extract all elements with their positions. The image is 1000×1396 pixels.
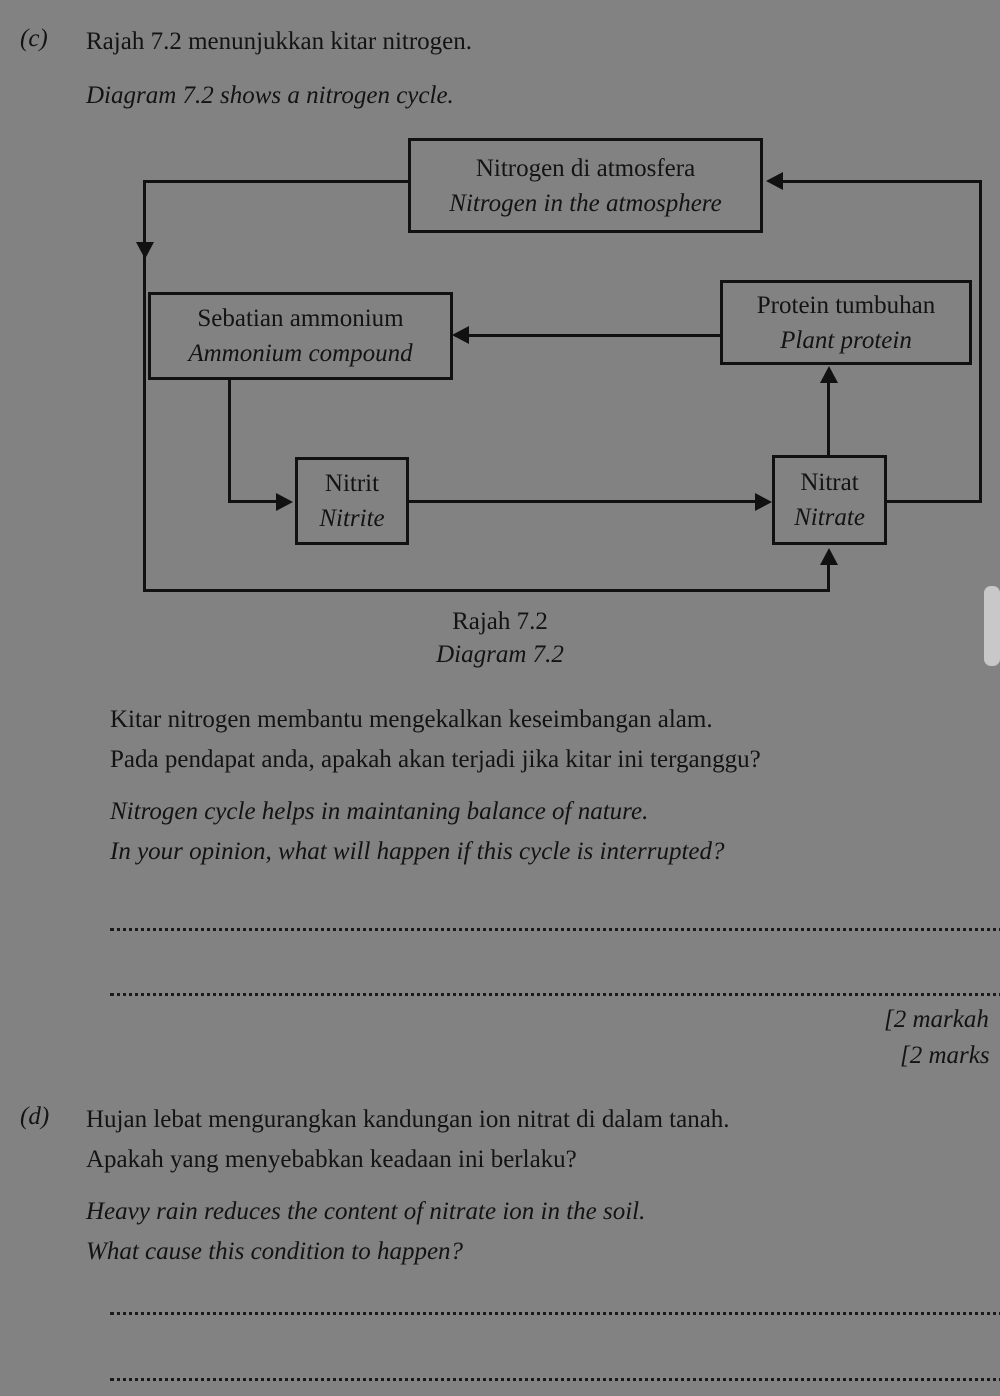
diagram-caption-malay: Rajah 7.2	[452, 608, 548, 635]
answer-line-d-1[interactable]	[110, 1312, 1000, 1315]
arrow-nitrate-to-plant-protein	[827, 382, 830, 457]
question-d-english-2: What cause this condition to happen?	[86, 1238, 464, 1265]
question-c-prompt-english-2: In your opinion, what will happen if thi…	[110, 838, 725, 865]
diagram-box-ammonium: Sebatian ammonium Ammonium compound	[148, 292, 453, 380]
arrow-nitrite-to-nitrate	[409, 500, 757, 503]
arrowhead-into-nitrite-left	[276, 493, 293, 511]
arrow-ammonium-to-nitrite-segment-h	[228, 500, 278, 503]
diagram-caption-english: Diagram 7.2	[436, 641, 564, 668]
arrow-nitrate-to-atmosphere-segment-v	[979, 180, 982, 503]
arrowhead-into-plant-protein-bottom	[820, 366, 838, 383]
box-nitrate-english: Nitrate	[794, 504, 865, 531]
answer-line-c-2[interactable]	[110, 993, 1000, 996]
arrowhead-into-ammonium-top	[136, 242, 154, 259]
arrow-nitrate-to-atmosphere-segment-h-bottom	[887, 500, 982, 503]
box-atmosphere-malay: Nitrogen di atmosfera	[475, 154, 696, 182]
question-d-malay-1: Hujan lebat mengurangkan kandungan ion n…	[86, 1106, 730, 1133]
arrow-bottom-rail-segment-h	[143, 589, 830, 592]
question-d-malay-2: Apakah yang menyebabkan keadaan ini berl…	[86, 1146, 577, 1173]
box-atmosphere-english: Nitrogen in the atmosphere	[449, 189, 722, 217]
arrowhead-into-atmosphere-right	[766, 172, 783, 190]
question-c-prompt-malay-2: Pada pendapat anda, apakah akan terjadi …	[110, 746, 761, 773]
arrow-plant-protein-to-ammonium	[455, 334, 723, 337]
box-ammonium-english: Ammonium compound	[188, 340, 413, 367]
diagram-box-nitrite: Nitrit Nitrite	[295, 457, 409, 545]
question-c-malay: Rajah 7.2 menunjukkan kitar nitrogen.	[86, 28, 473, 55]
box-ammonium-malay: Sebatian ammonium	[197, 305, 404, 332]
arrow-atmosphere-to-ammonium-segment-v	[143, 180, 146, 255]
box-nitrite-malay: Nitrit	[324, 470, 380, 497]
arrowhead-into-ammonium-right	[452, 326, 469, 344]
arrow-atmosphere-to-ammonium-segment-h	[143, 180, 411, 183]
arrowhead-into-nitrate-left	[755, 493, 772, 511]
diagram-box-atmosphere: Nitrogen di atmosfera Nitrogen in the at…	[408, 138, 763, 233]
question-d-heading: (d) Hujan lebat mengurangkan kandungan i…	[20, 1100, 960, 1272]
marks-english-c: [2 marks	[900, 1042, 990, 1069]
diagram-box-plant-protein: Protein tumbuhan Plant protein	[720, 280, 972, 365]
marks-malay-c: [2 markah	[884, 1006, 989, 1033]
box-nitrate-malay: Nitrat	[800, 469, 859, 496]
answer-line-c-1[interactable]	[110, 928, 1000, 931]
arrowhead-into-nitrate-bottom	[820, 548, 838, 565]
arrow-ammonium-to-nitrite-segment-v	[228, 378, 231, 503]
nitrogen-cycle-diagram: Nitrogen di atmosfera Nitrogen in the at…	[0, 130, 1000, 668]
question-c-heading: (c) Rajah 7.2 menunjukkan kitar nitrogen…	[20, 22, 920, 116]
arrow-bottom-rail-segment-v	[143, 255, 146, 592]
answer-line-d-2[interactable]	[110, 1378, 1000, 1381]
question-c-prompt: Kitar nitrogen membantu mengekalkan kese…	[110, 700, 990, 872]
arrow-bottom-rail-segment-v-up	[827, 562, 830, 592]
question-d-label: (d)	[20, 1103, 50, 1130]
question-d-english-1: Heavy rain reduces the content of nitrat…	[86, 1198, 646, 1225]
box-plant-protein-malay: Protein tumbuhan	[756, 291, 936, 319]
question-c-prompt-malay-1: Kitar nitrogen membantu mengekalkan kese…	[110, 706, 713, 733]
question-c-prompt-english-1: Nitrogen cycle helps in maintaning balan…	[110, 798, 649, 825]
vertical-scrollbar-thumb[interactable]	[984, 586, 1000, 666]
box-nitrite-english: Nitrite	[319, 505, 385, 532]
box-plant-protein-english: Plant protein	[780, 326, 912, 354]
question-c-english: Diagram 7.2 shows a nitrogen cycle.	[86, 82, 454, 109]
arrow-nitrate-to-atmosphere-segment-h-top	[782, 180, 982, 183]
question-c-label: (c)	[20, 25, 48, 52]
diagram-box-nitrate: Nitrat Nitrate	[772, 455, 887, 545]
